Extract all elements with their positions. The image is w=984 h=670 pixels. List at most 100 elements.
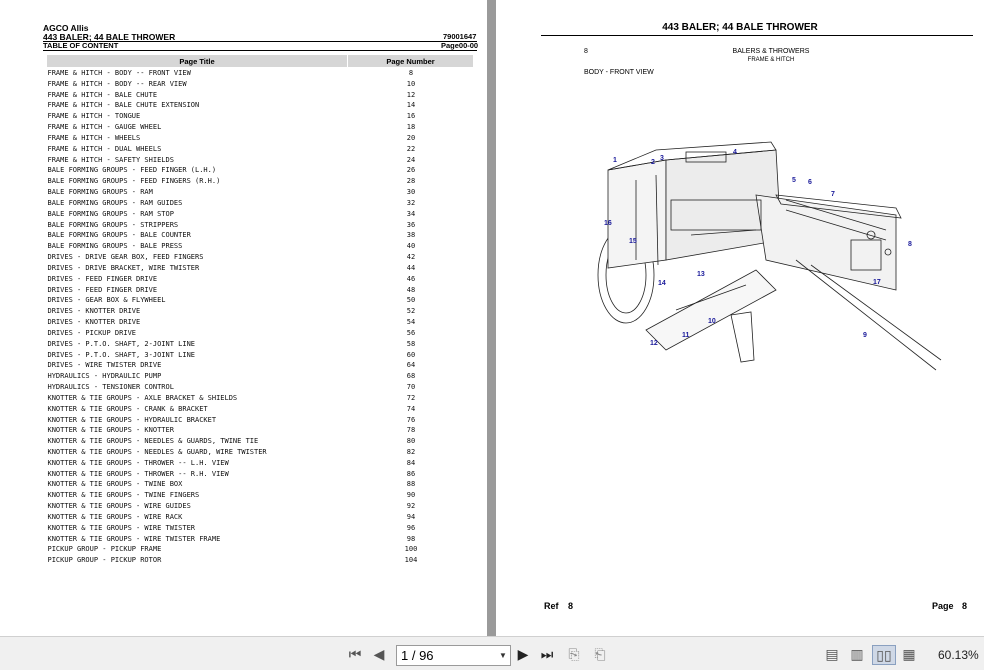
toc-row-title: HYDRAULICS - TENSIONER CONTROL: [47, 383, 174, 392]
footer-ref-value: 8: [568, 601, 574, 611]
toc-row[interactable]: KNOTTER & TIE GROUPS - THROWER -- R.H. V…: [47, 469, 474, 480]
toc-row-title: BALE FORMING GROUPS - RAM STOP: [47, 209, 174, 218]
toc-row[interactable]: KNOTTER & TIE GROUPS - WIRE TWISTER FRAM…: [47, 534, 474, 545]
toc-row[interactable]: KNOTTER & TIE GROUPS - AXLE BRACKET & SH…: [47, 393, 474, 404]
footer-page-label: Page: [932, 601, 954, 611]
toc-row-title: DRIVES - PICKUP DRIVE: [47, 328, 137, 337]
toc-row-page: 98: [406, 534, 416, 543]
toc-row[interactable]: KNOTTER & TIE GROUPS - NEEDLES & GUARDS,…: [47, 436, 474, 447]
toc-row-page: 38: [406, 231, 416, 240]
toc-row-page: 8: [408, 69, 414, 77]
page-title: 443 BALER; 44 BALE THROWER: [662, 22, 818, 33]
toc-row-page: 76: [406, 415, 416, 424]
toc-row[interactable]: KNOTTER & TIE GROUPS - THROWER -- L.H. V…: [47, 458, 474, 469]
title-rule: [541, 35, 973, 36]
toc-row-title: KNOTTER & TIE GROUPS - CRANK & BRACKET: [47, 404, 208, 413]
toc-row-page: 90: [406, 491, 416, 500]
toc-row-page: 34: [406, 209, 416, 218]
toc-row-title: KNOTTER & TIE GROUPS - THROWER -- L.H. V…: [47, 458, 229, 467]
toc-row-title: KNOTTER & TIE GROUPS - WIRE TWISTER FRAM…: [47, 534, 221, 543]
toc-row-page: 22: [406, 144, 416, 153]
toc-row[interactable]: BALE FORMING GROUPS - RAM STOP 34: [47, 209, 474, 220]
last-page-icon[interactable]: ⏭: [540, 645, 554, 662]
continuous-view-icon[interactable]: ▥: [850, 645, 864, 662]
toc-row-title: FRAME & HITCH - SAFETY SHIELDS: [47, 155, 174, 164]
toc-row-page: 60: [406, 350, 416, 359]
toc-row-page: 46: [406, 274, 416, 283]
toc-row[interactable]: KNOTTER & TIE GROUPS - CRANK & BRACKET 74: [47, 404, 474, 415]
first-page-icon[interactable]: ⏮: [348, 645, 362, 662]
toc-row[interactable]: BALE FORMING GROUPS - STRIPPERS 36: [47, 220, 474, 231]
toc-row-page: 36: [406, 220, 416, 229]
viewer-toolbar: ⏮ ◀ 1 / 96 ▼ ▶ ⏭ ⎘ ⎗ ▤ ▥ ▯▯ ▦ 60.13%: [0, 636, 984, 670]
toc-row-title: KNOTTER & TIE GROUPS - KNOTTER: [47, 426, 174, 435]
toc-row-page: 18: [406, 123, 416, 132]
page-selector[interactable]: 1 / 96 ▼: [396, 645, 511, 666]
toc-row-page: 54: [406, 318, 416, 327]
document-viewer[interactable]: AGCO Allis 443 BALER; 44 BALE THROWER 79…: [0, 0, 984, 636]
toc-row[interactable]: BALE FORMING GROUPS - FEED FINGERS (R.H.…: [47, 176, 474, 187]
toc-row-title: BALE FORMING GROUPS - STRIPPERS: [47, 220, 179, 229]
callout-number: 5: [792, 177, 796, 184]
rotate-left-icon[interactable]: ⎘: [568, 645, 580, 662]
section-label: BALERS & THROWERS: [732, 48, 810, 55]
two-page-view-icon[interactable]: ▯▯: [872, 645, 896, 665]
toc-row-page: 48: [406, 285, 416, 294]
rotate-right-icon[interactable]: ⎗: [594, 645, 606, 662]
toc-row[interactable]: BALE FORMING GROUPS - FEED FINGER (L.H.)…: [47, 165, 474, 176]
page-selector-value: 1 / 96: [401, 648, 434, 663]
toc-row-page: 100: [404, 545, 418, 554]
chevron-down-icon[interactable]: ▼: [499, 651, 507, 660]
single-page-view-icon[interactable]: ▤: [825, 645, 839, 662]
toc-row-title: BALE FORMING GROUPS - BALE COUNTER: [47, 231, 191, 240]
toc-row-page: 30: [406, 188, 416, 197]
toc-row[interactable]: KNOTTER & TIE GROUPS - HYDRAULIC BRACKET…: [47, 415, 474, 426]
next-page-icon[interactable]: ▶: [517, 645, 529, 662]
toc-row-page: 74: [406, 404, 416, 413]
previous-page-icon[interactable]: ◀: [373, 645, 385, 662]
toc-row-page: 58: [406, 339, 416, 348]
toc-row-page: 64: [406, 361, 416, 370]
toc-row[interactable]: BALE FORMING GROUPS - BALE COUNTER 38: [47, 230, 474, 241]
toc-row-title: FRAME & HITCH - BALE CHUTE: [47, 90, 158, 99]
two-page-continuous-view-icon[interactable]: ▦: [902, 645, 916, 662]
toc-row-title: KNOTTER & TIE GROUPS - NEEDLES & GUARD, …: [47, 447, 267, 456]
toc-row-title: PICKUP GROUP - PICKUP ROTOR: [47, 556, 162, 565]
zoom-level[interactable]: 60.13%: [938, 648, 979, 662]
toc-row-title: KNOTTER & TIE GROUPS - WIRE TWISTER: [47, 523, 196, 532]
toc-row[interactable]: KNOTTER & TIE GROUPS - NEEDLES & GUARD, …: [47, 447, 474, 458]
